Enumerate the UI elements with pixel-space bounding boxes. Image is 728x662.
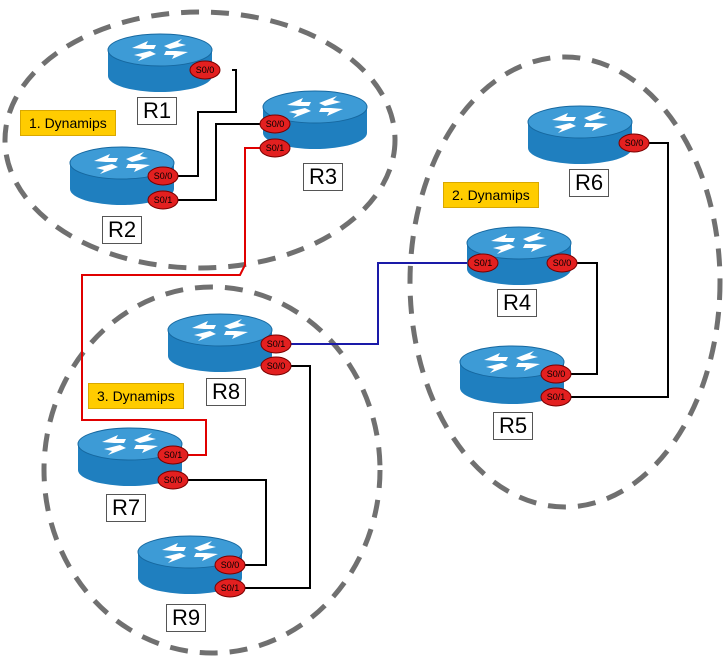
router-label-r4: R4 [497,289,538,317]
router-arrows-icon [162,541,218,563]
port-r1-s0-0: S0/0 [189,60,221,80]
svg-text:S0/1: S0/1 [267,339,286,349]
group-label-1: 1. Dynamips [20,110,116,136]
port-r2-s0-1: S0/1 [147,190,179,210]
svg-text:S0/1: S0/1 [266,143,285,153]
port-r3-s0-1: S0/1 [259,138,291,158]
router-r9: S0/0S0/1 [137,535,246,598]
router-arrows-icon [484,351,540,373]
link-r3-r7 [81,147,262,456]
port-r2-s0-0: S0/0 [147,166,179,186]
port-r8-s0-1: S0/1 [260,334,292,354]
port-r5-s0-0: S0/0 [540,364,572,384]
svg-text:S0/0: S0/0 [196,65,215,75]
router-arrows-icon [192,319,248,341]
router-label-r8: R8 [206,378,247,406]
link-r7-r9 [183,479,267,566]
router-r5: S0/0S0/1 [459,345,572,407]
svg-text:S0/0: S0/0 [553,258,572,268]
router-label-r5: R5 [493,412,534,440]
router-r4: S0/1 S0/0 [466,226,578,285]
router-arrows-icon [94,152,150,174]
svg-text:S0/1: S0/1 [164,450,183,460]
svg-text:S0/0: S0/0 [625,138,644,148]
router-label-r2: R2 [102,216,143,244]
router-r7: S0/1S0/0 [77,427,189,490]
port-r4-s0-1: S0/1 [467,253,499,273]
svg-text:S0/1: S0/1 [547,392,566,402]
port-r4-s0-0: S0/0 [546,253,578,273]
svg-text:S0/0: S0/0 [267,361,286,371]
group-label-2: 2. Dynamips [443,182,539,208]
router-label-r6: R6 [569,169,610,197]
port-r6-s0-0: S0/0 [618,133,650,153]
svg-text:S0/1: S0/1 [154,195,173,205]
port-r7-s0-0: S0/0 [157,470,189,490]
router-label-r3: R3 [303,163,344,191]
port-r3-s0-0: S0/0 [259,114,291,134]
group-1-boundary [2,9,398,271]
port-r8-s0-0: S0/0 [260,356,292,376]
router-r1: S0/0 [107,33,221,92]
group-3-boundary [41,284,383,656]
router-r3: S0/0S0/1 [259,90,368,158]
link-r6-r5 [557,142,669,398]
router-label-r7: R7 [106,494,147,522]
link-r8-r9 [243,365,311,589]
svg-text:S0/0: S0/0 [547,369,566,379]
port-r7-s0-1: S0/1 [157,445,189,465]
svg-text:S0/0: S0/0 [154,171,173,181]
svg-text:S0/1: S0/1 [474,258,493,268]
link-r4-r5 [557,262,598,375]
router-arrows-icon [552,111,608,133]
router-label-r9: R9 [166,604,207,632]
port-r9-s0-0: S0/0 [214,555,246,575]
router-r8: S0/1S0/0 [167,313,292,376]
router-arrows-icon [491,232,547,254]
port-r5-s0-1: S0/1 [540,387,572,407]
group-label-3: 3. Dynamips [88,383,184,409]
link-r1-r2 [172,69,237,177]
svg-text:S0/1: S0/1 [221,583,240,593]
router-arrows-icon [287,96,343,118]
link-r3-r2 [172,123,262,201]
router-arrows-icon [132,39,188,61]
svg-text:S0/0: S0/0 [221,560,240,570]
group-2-boundary [407,54,723,510]
port-r9-s0-1: S0/1 [214,578,246,598]
link-r8-r4 [290,262,470,345]
router-arrows-icon [102,433,158,455]
svg-text:S0/0: S0/0 [266,119,285,129]
router-r2: S0/0S0/1 [69,146,179,210]
router-label-r1: R1 [137,97,178,125]
router-r6: S0/0 [527,105,650,164]
svg-text:S0/0: S0/0 [164,475,183,485]
